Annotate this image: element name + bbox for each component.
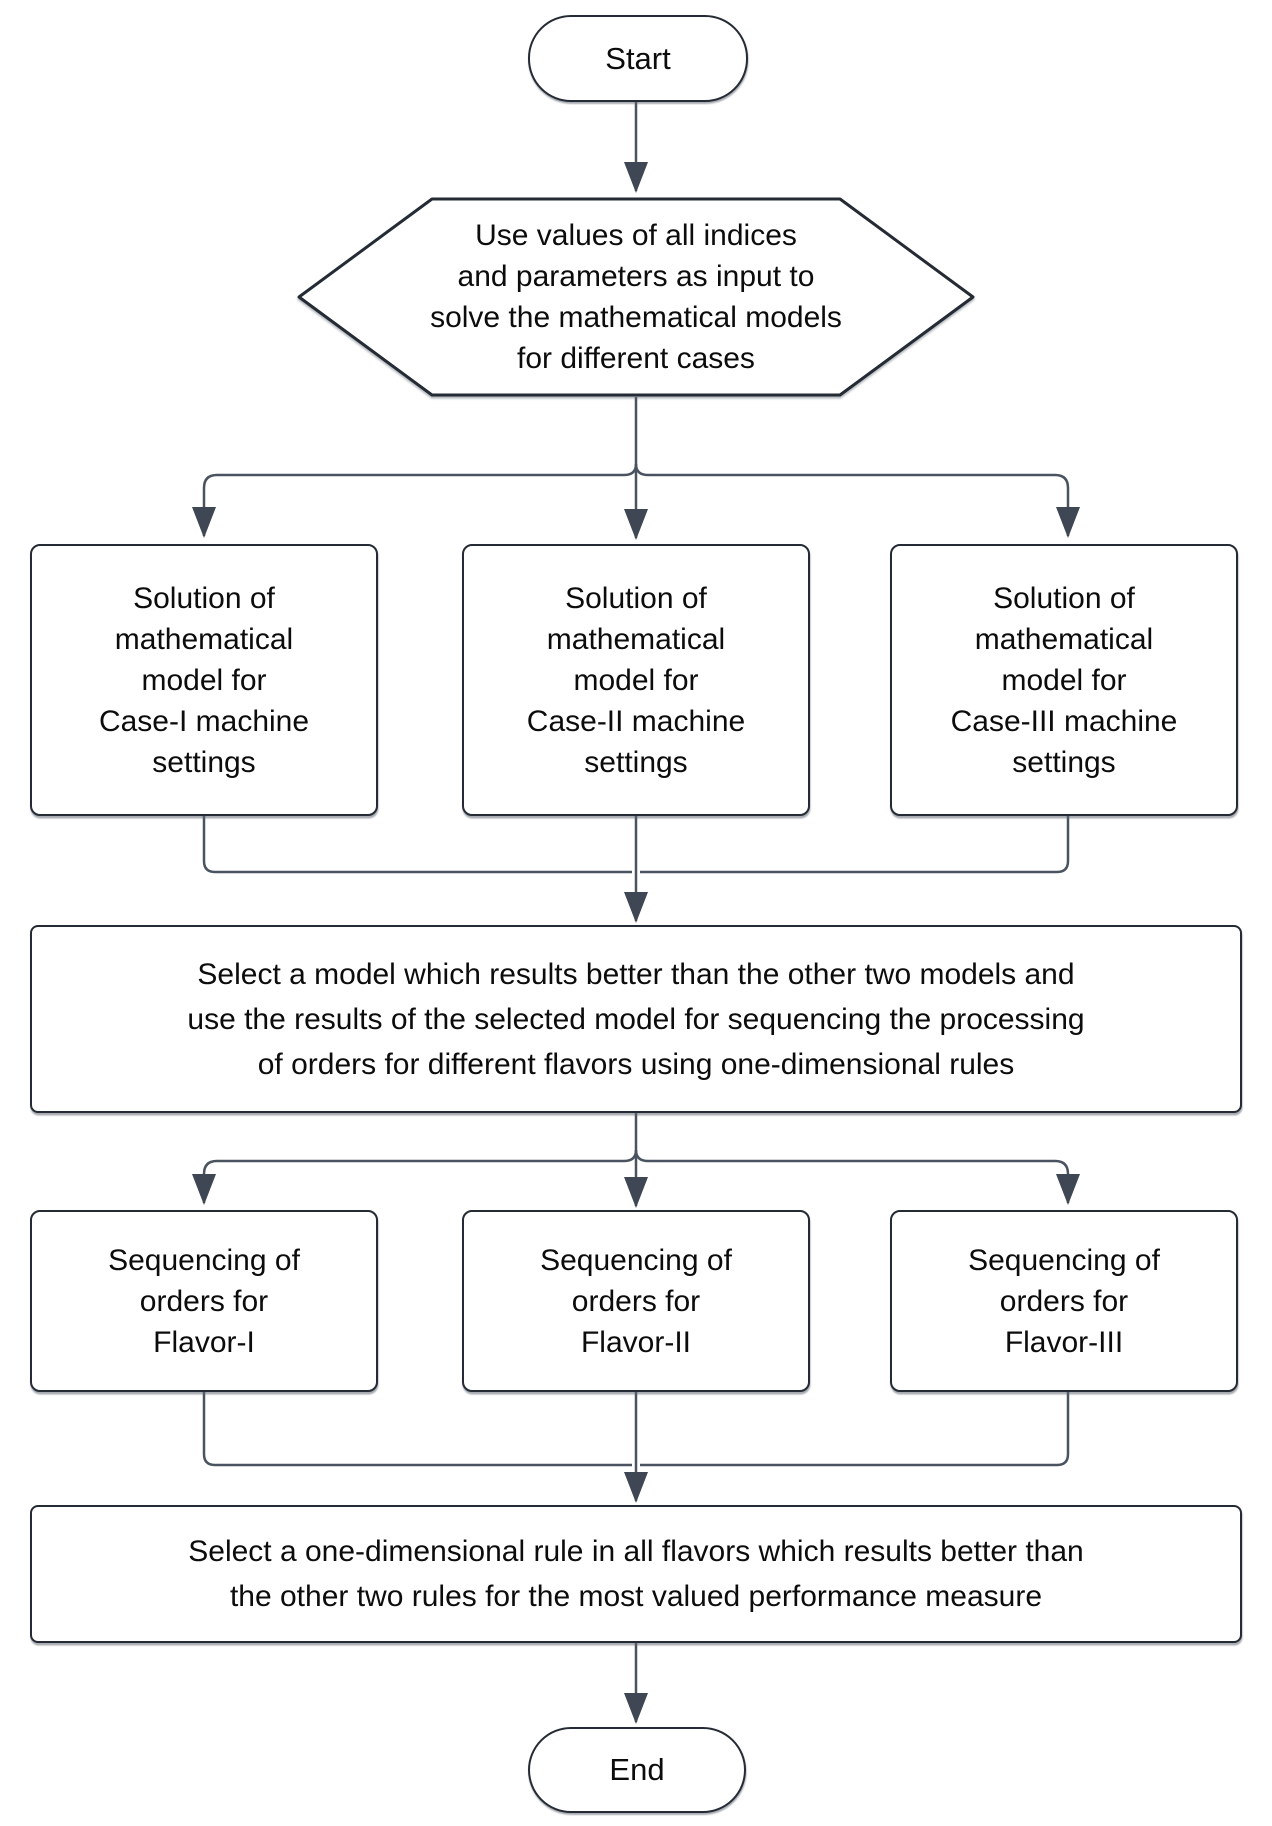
solution-case3-box: Solution of mathematical model for Case-… [890,544,1238,816]
start-node: Start [528,15,748,102]
solution-case2-box: Solution of mathematical model for Case-… [462,544,810,816]
select-rule-text: Select a one-dimensional rule in all fla… [188,1535,1084,1613]
start-label: Start [605,40,671,76]
select-model-text: Select a model which results better than… [187,957,1085,1081]
input-hexagon-node: Use values of all indices and parameters… [297,197,975,397]
sequencing-flavor1-box: Sequencing of orders for Flavor-I [30,1210,378,1392]
sequencing-flavor2-box: Sequencing of orders for Flavor-II [462,1210,810,1392]
sequencing-flavor3-text: Sequencing of orders for Flavor-III [968,1243,1160,1359]
select-rule-box: Select a one-dimensional rule in all fla… [30,1505,1242,1643]
sequencing-flavor3-box: Sequencing of orders for Flavor-III [890,1210,1238,1392]
solution-case3-text: Solution of mathematical model for Case-… [950,581,1178,779]
sequencing-flavor2-text: Sequencing of orders for Flavor-II [540,1243,732,1359]
end-node: End [528,1727,746,1813]
hexagon-shape [297,197,975,397]
solution-case1-box: Solution of mathematical model for Case-… [30,544,378,816]
end-label: End [609,1752,665,1787]
select-model-box: Select a model which results better than… [30,925,1242,1113]
solution-case2-text: Solution of mathematical model for Case-… [526,581,746,779]
sequencing-flavor1-text: Sequencing of orders for Flavor-I [108,1243,300,1359]
solution-case1-text: Solution of mathematical model for Case-… [98,581,310,779]
input-hexagon-text: Use values of all indices and parameters… [430,219,842,375]
